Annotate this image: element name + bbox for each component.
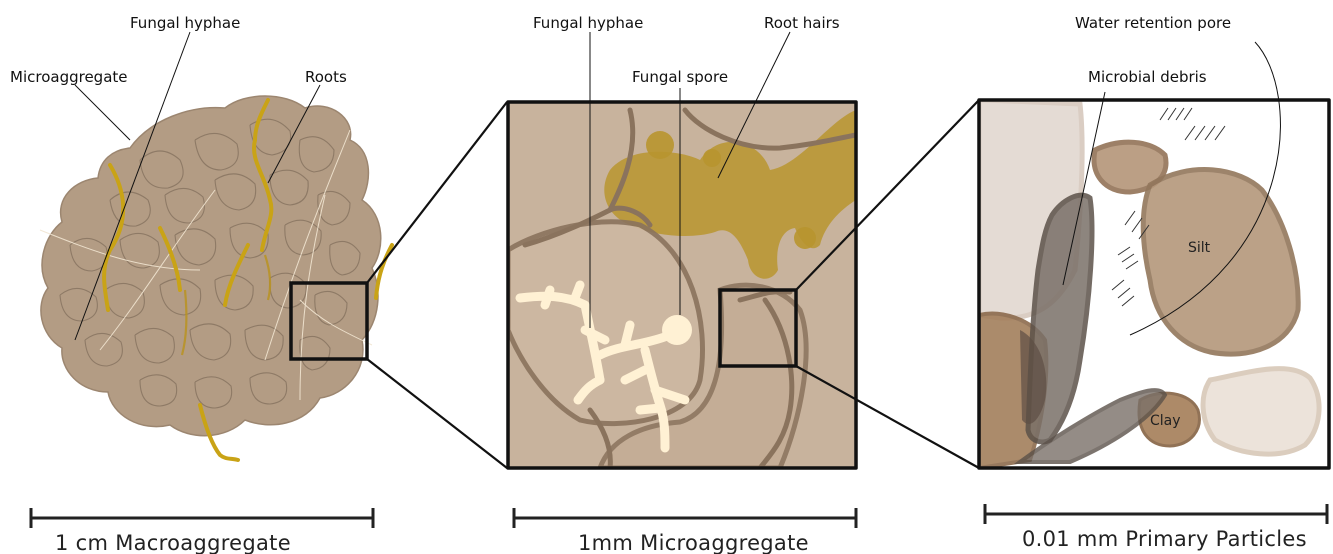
label-microaggregate: Microaggregate	[10, 68, 128, 86]
scale-caption-macro: 1 cm Macroaggregate	[55, 531, 291, 554]
label-microbial-debris: Microbial debris	[1088, 68, 1207, 86]
scale-bar-primary: 0.01 mm Primary Particles	[985, 504, 1327, 551]
microaggregate-panel: Fungal hyphae Root hairs Fungal spore	[508, 14, 856, 468]
label-fungal-hyphae-micro: Fungal hyphae	[533, 14, 643, 32]
scale-bar-micro: 1mm Microaggregate	[514, 508, 856, 554]
label-fungal-hyphae-macro: Fungal hyphae	[130, 14, 240, 32]
label-fungal-spore: Fungal spore	[632, 68, 728, 86]
zoom-connectors-1	[367, 102, 507, 468]
scale-bar-macro: 1 cm Macroaggregate	[31, 508, 373, 554]
scale-caption-micro: 1mm Microaggregate	[578, 531, 809, 554]
fungal-spore	[662, 315, 692, 345]
scale-caption-primary: 0.01 mm Primary Particles	[1022, 527, 1307, 551]
label-roots: Roots	[305, 68, 347, 86]
macroaggregate-panel: Fungal hyphae Microaggregate Roots	[10, 14, 392, 460]
label-silt: Silt	[1188, 240, 1211, 256]
macroaggregate-body	[41, 96, 381, 436]
primary-particles-panel: Water retention pore Microbial debris Si…	[979, 14, 1329, 468]
label-clay: Clay	[1150, 413, 1181, 429]
label-root-hairs: Root hairs	[764, 14, 840, 32]
label-water-retention-pore: Water retention pore	[1075, 14, 1231, 32]
